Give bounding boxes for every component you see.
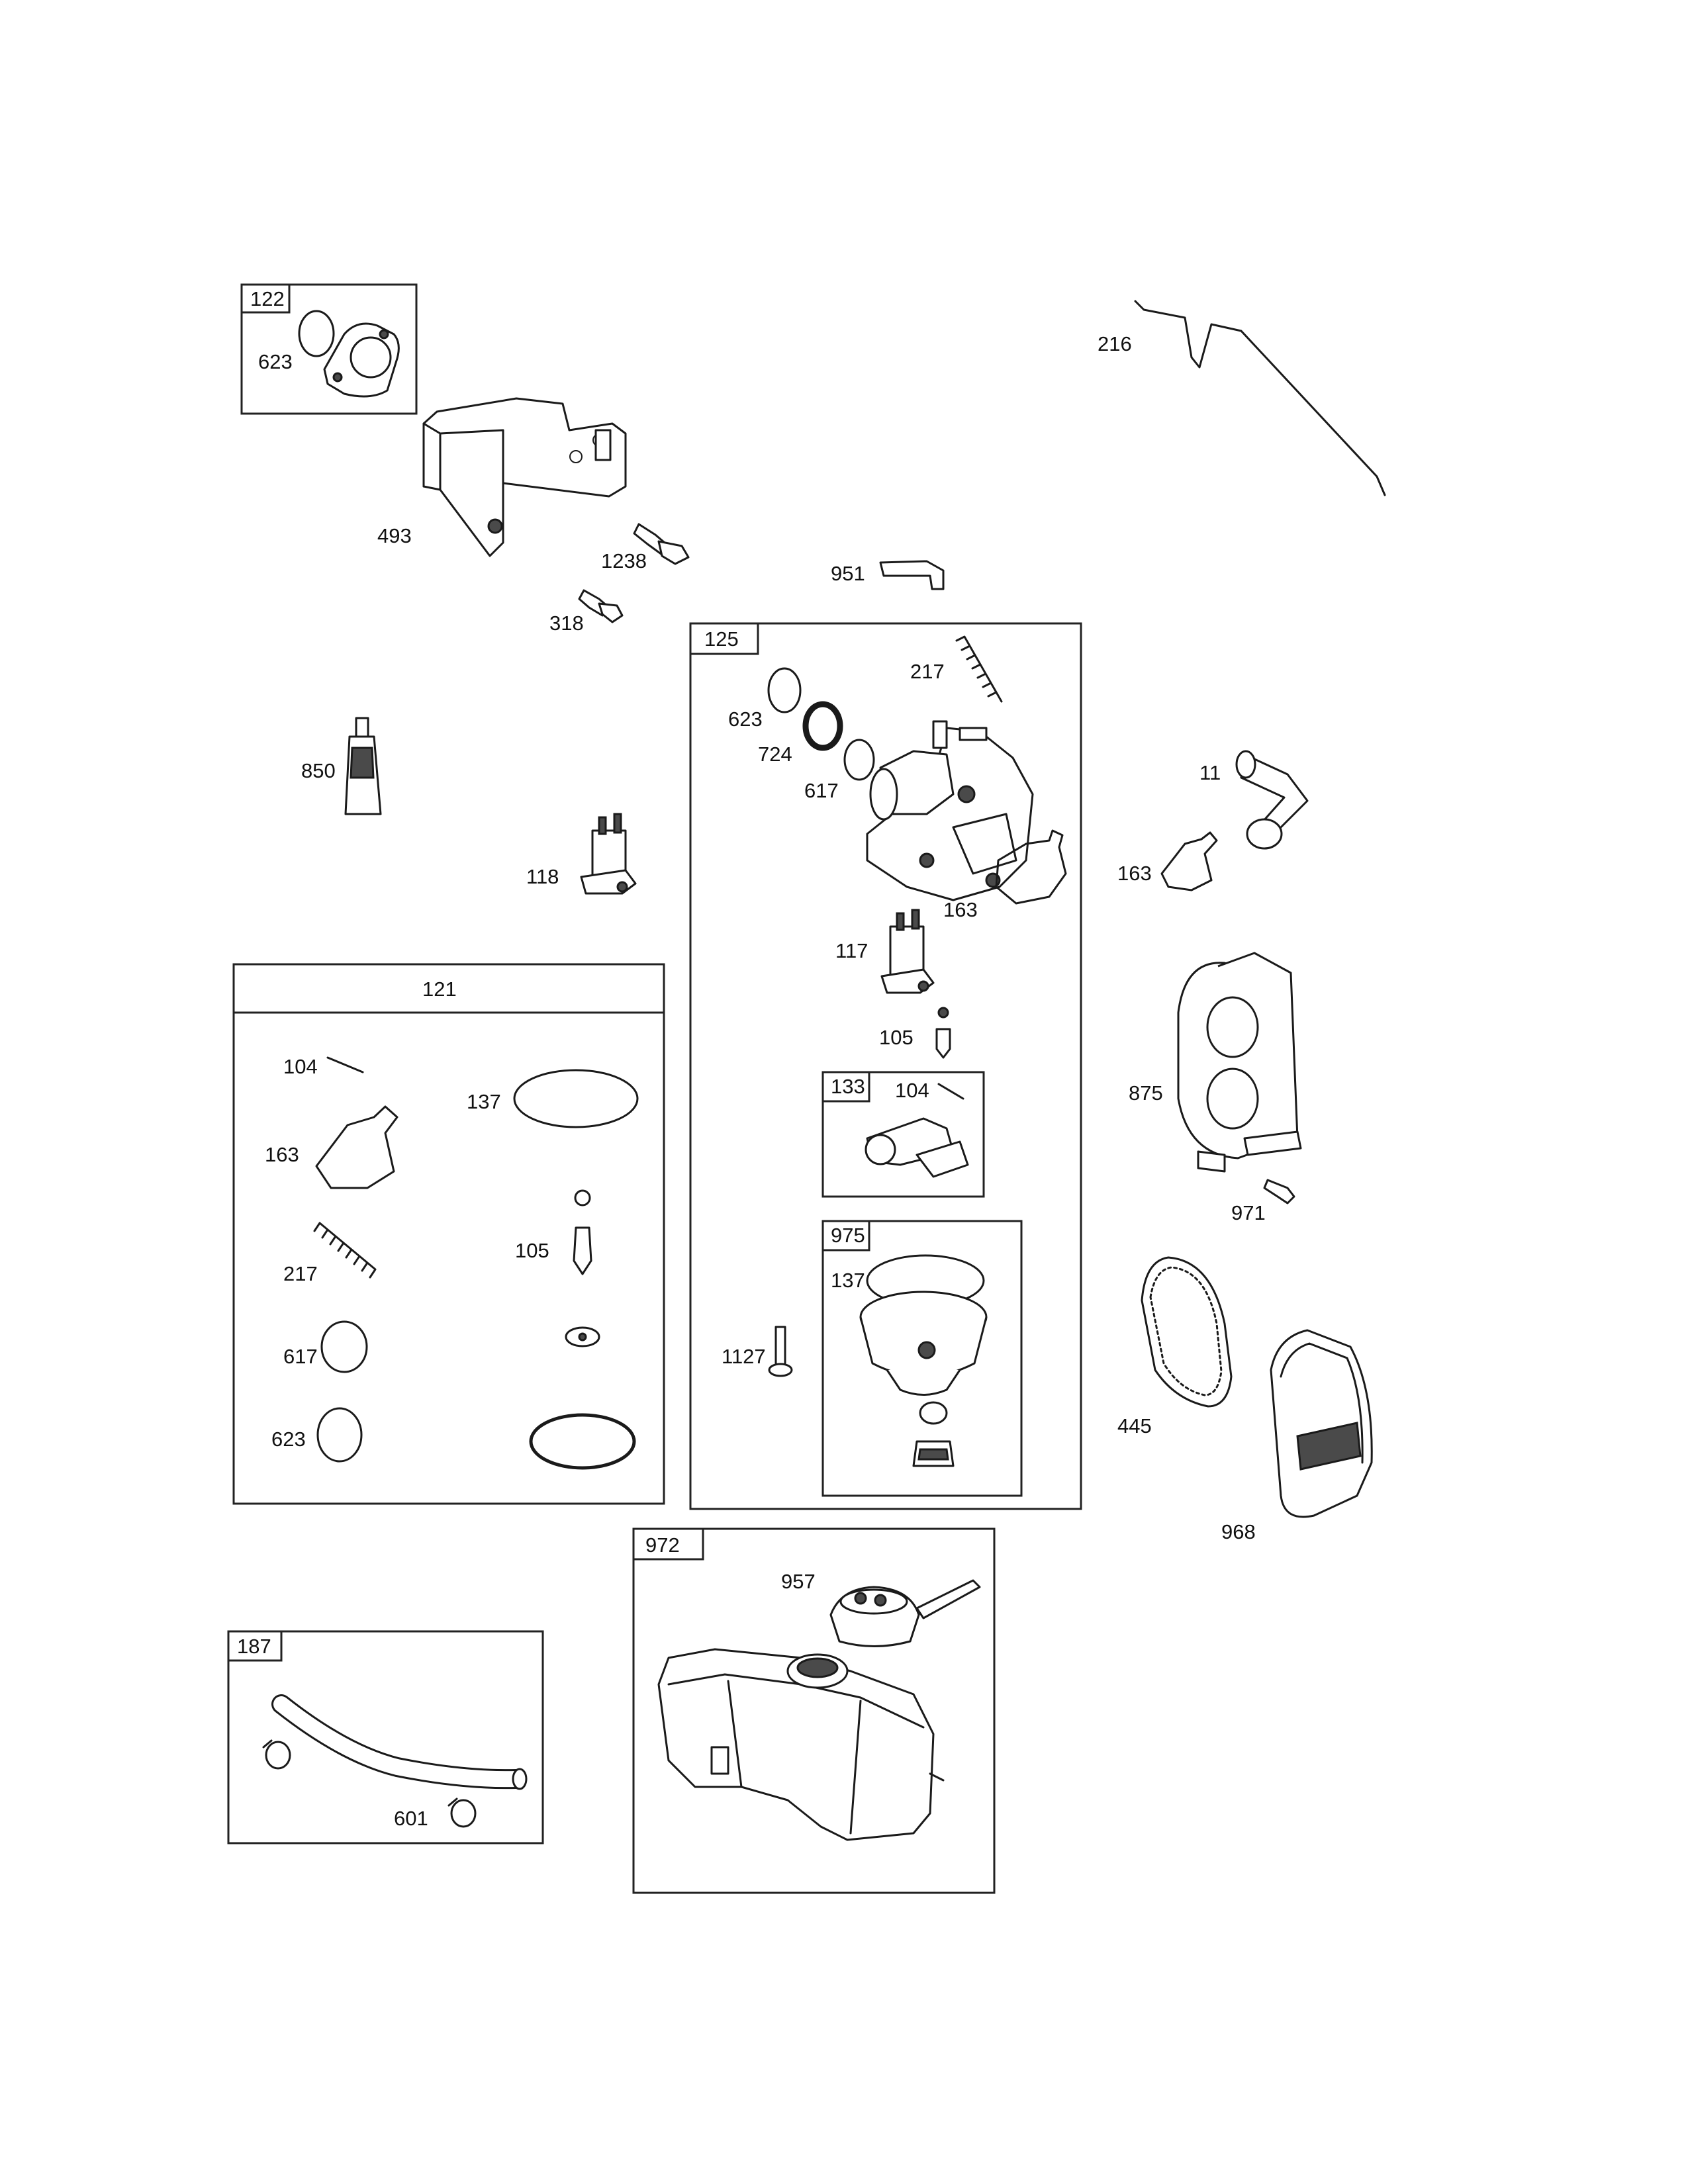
float-133: [865, 1117, 969, 1178]
label-617-kit125: 617: [804, 779, 839, 802]
kit-975-label: 975: [831, 1224, 865, 1247]
label-137-kit121: 137: [467, 1090, 501, 1113]
label-11: 11: [1199, 761, 1221, 784]
screw-1238: [633, 523, 690, 565]
hose-clamp-601: [447, 1797, 477, 1828]
spring-217-kit125: [955, 635, 1003, 703]
label-724: 724: [758, 743, 792, 766]
solenoid-117: [880, 909, 935, 994]
gasket-163-kit125: [995, 829, 1067, 905]
label-163-kit121: 163: [265, 1143, 299, 1166]
label-105-kit125: 105: [879, 1026, 914, 1049]
needle-105-kit121: [565, 1189, 600, 1347]
label-623-kit121: 623: [271, 1428, 306, 1451]
carburetor-body: [866, 720, 1034, 901]
air-cleaner-cover-968: [1270, 1329, 1373, 1518]
kit-122-elbow-part: [323, 322, 400, 398]
kit-133-label: 133: [831, 1075, 865, 1098]
pin-104-kit121: [326, 1056, 364, 1073]
float-bowl-975: [859, 1291, 988, 1396]
label-216: 216: [1098, 332, 1132, 355]
screw-318: [578, 589, 624, 623]
label-1127: 1127: [722, 1345, 766, 1368]
hose-clamp-left: [262, 1739, 291, 1770]
label-163-kit125: 163: [943, 898, 978, 921]
label-163-right: 163: [1117, 862, 1152, 885]
ring-617-kit121: [320, 1320, 368, 1373]
kit-125-label: 125: [704, 627, 739, 651]
governor-link-216: [1134, 300, 1386, 496]
kit-122-gasket-623: [298, 310, 335, 357]
fuel-cap-957: [829, 1579, 981, 1647]
label-104-kit121: 104: [283, 1055, 318, 1078]
label-623-kit122: 623: [258, 350, 293, 373]
sealant-tube-850: [344, 717, 382, 815]
kit-975-box: 975 137: [821, 1220, 1023, 1497]
air-filter-445: [1141, 1256, 1233, 1408]
kit-122-box: 122 623: [240, 283, 418, 415]
label-117: 117: [835, 939, 868, 962]
label-104-kit133: 104: [895, 1079, 929, 1102]
kit-121-label: 121: [422, 978, 457, 1001]
label-217-kit125: 217: [910, 660, 945, 683]
label-137-kit975: 137: [831, 1269, 865, 1292]
nut-975: [912, 1440, 955, 1467]
lever-951: [879, 560, 945, 590]
kit-133-box: 133 104: [821, 1071, 985, 1198]
kit-121-box: 121 104 137 163 217 105 617 623: [232, 963, 665, 1505]
label-318: 318: [549, 612, 584, 635]
label-1238: 1238: [601, 549, 647, 572]
label-217-kit121: 217: [283, 1262, 318, 1285]
fuel-tank-972: [657, 1648, 945, 1841]
bracket-493: [422, 397, 627, 557]
kit-187-box: 187 601: [227, 1630, 544, 1844]
gasket-724: [802, 701, 843, 751]
label-445: 445: [1117, 1414, 1152, 1437]
label-875: 875: [1129, 1081, 1163, 1105]
label-623-kit125: 623: [728, 707, 763, 731]
kit-972-label: 972: [645, 1533, 680, 1557]
kit-187-label: 187: [237, 1635, 271, 1658]
ring-623-kit125: [767, 667, 802, 713]
ring-623-kit121: [316, 1407, 363, 1463]
label-493: 493: [377, 524, 412, 547]
label-118: 118: [526, 865, 559, 888]
ring-617-kit125: [843, 739, 875, 781]
air-cleaner-base-875: [1177, 952, 1302, 1173]
label-601: 601: [394, 1807, 428, 1830]
needle-105-kit125: [935, 1007, 951, 1059]
pin-104-kit133: [937, 1083, 964, 1100]
screw-1127: [768, 1326, 793, 1377]
elbow-11: [1235, 750, 1309, 850]
label-971: 971: [1231, 1201, 1266, 1224]
label-951: 951: [831, 562, 865, 585]
kit-122-label: 122: [250, 287, 285, 310]
label-617-kit121: 617: [283, 1345, 318, 1368]
gasket-163-kit121: [315, 1105, 399, 1189]
ring-137-kit121: [513, 1069, 639, 1128]
kit-125-box: 125 217 623 724 617 163: [689, 622, 1082, 1510]
solenoid-118: [580, 813, 637, 895]
ring-kit121-large: [529, 1413, 636, 1470]
label-850: 850: [301, 759, 336, 782]
label-957: 957: [781, 1570, 816, 1593]
spring-217-kit121: [313, 1222, 377, 1279]
label-968: 968: [1221, 1520, 1256, 1543]
ring-975: [919, 1401, 948, 1425]
kit-972-box: 972 957: [632, 1527, 996, 1894]
screw-971: [1263, 1179, 1295, 1205]
fuel-line-hose-inner: [273, 1696, 524, 1788]
gasket-163-right: [1160, 831, 1218, 891]
label-105-kit121: 105: [515, 1239, 549, 1262]
